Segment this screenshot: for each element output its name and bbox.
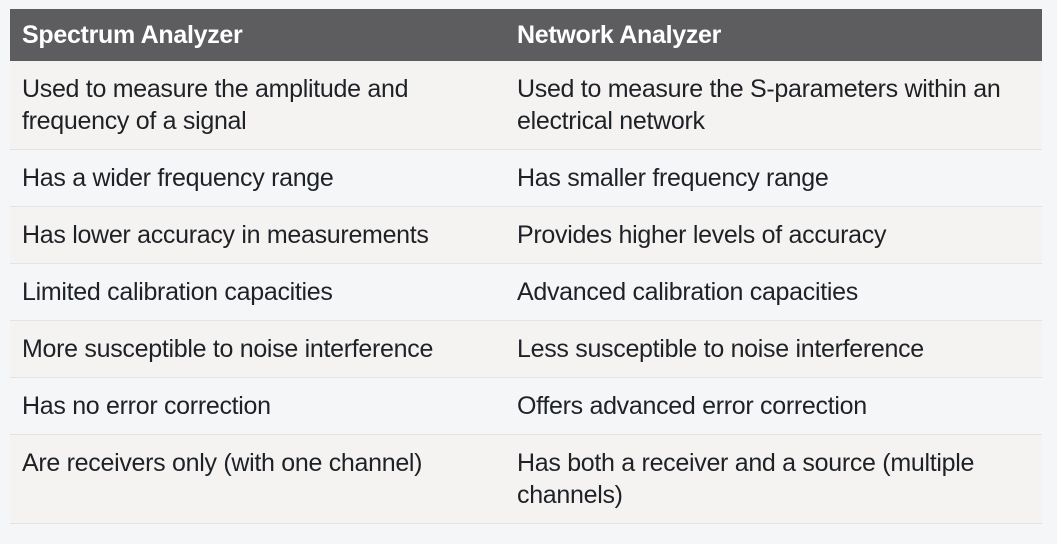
table-row: Has a wider frequency range Has smaller … bbox=[10, 149, 1042, 207]
table-row: More susceptible to noise interference L… bbox=[10, 320, 1042, 378]
table-row: Are receivers only (with one channel) Ha… bbox=[10, 434, 1042, 524]
cell-network-analyzer: Used to measure the S-parameters within … bbox=[505, 61, 1042, 150]
cell-network-analyzer: Advanced calibration capacities bbox=[505, 263, 1042, 321]
cell-network-analyzer: Has both a receiver and a source (multip… bbox=[505, 434, 1042, 524]
column-header-network-analyzer: Network Analyzer bbox=[505, 9, 1042, 61]
cell-spectrum-analyzer: Are receivers only (with one channel) bbox=[10, 434, 505, 524]
table-row: Limited calibration capacities Advanced … bbox=[10, 263, 1042, 321]
table-row: Has lower accuracy in measurements Provi… bbox=[10, 206, 1042, 264]
cell-network-analyzer: Offers advanced error correction bbox=[505, 377, 1042, 435]
cell-spectrum-analyzer: Has no error correction bbox=[10, 377, 505, 435]
cell-spectrum-analyzer: Has lower accuracy in measurements bbox=[10, 206, 505, 264]
cell-spectrum-analyzer: More susceptible to noise interference bbox=[10, 320, 505, 378]
cell-network-analyzer: Has smaller frequency range bbox=[505, 149, 1042, 207]
comparison-table: Spectrum Analyzer Network Analyzer Used … bbox=[10, 9, 1042, 524]
cell-spectrum-analyzer: Limited calibration capacities bbox=[10, 263, 505, 321]
column-header-spectrum-analyzer: Spectrum Analyzer bbox=[10, 9, 505, 61]
table-row: Used to measure the amplitude and freque… bbox=[10, 61, 1042, 150]
table-header-row: Spectrum Analyzer Network Analyzer bbox=[10, 9, 1042, 61]
cell-spectrum-analyzer: Has a wider frequency range bbox=[10, 149, 505, 207]
cell-network-analyzer: Provides higher levels of accuracy bbox=[505, 206, 1042, 264]
cell-spectrum-analyzer: Used to measure the amplitude and freque… bbox=[10, 61, 505, 150]
table-body: Used to measure the amplitude and freque… bbox=[10, 61, 1042, 524]
table-row: Has no error correction Offers advanced … bbox=[10, 377, 1042, 435]
cell-network-analyzer: Less susceptible to noise interference bbox=[505, 320, 1042, 378]
